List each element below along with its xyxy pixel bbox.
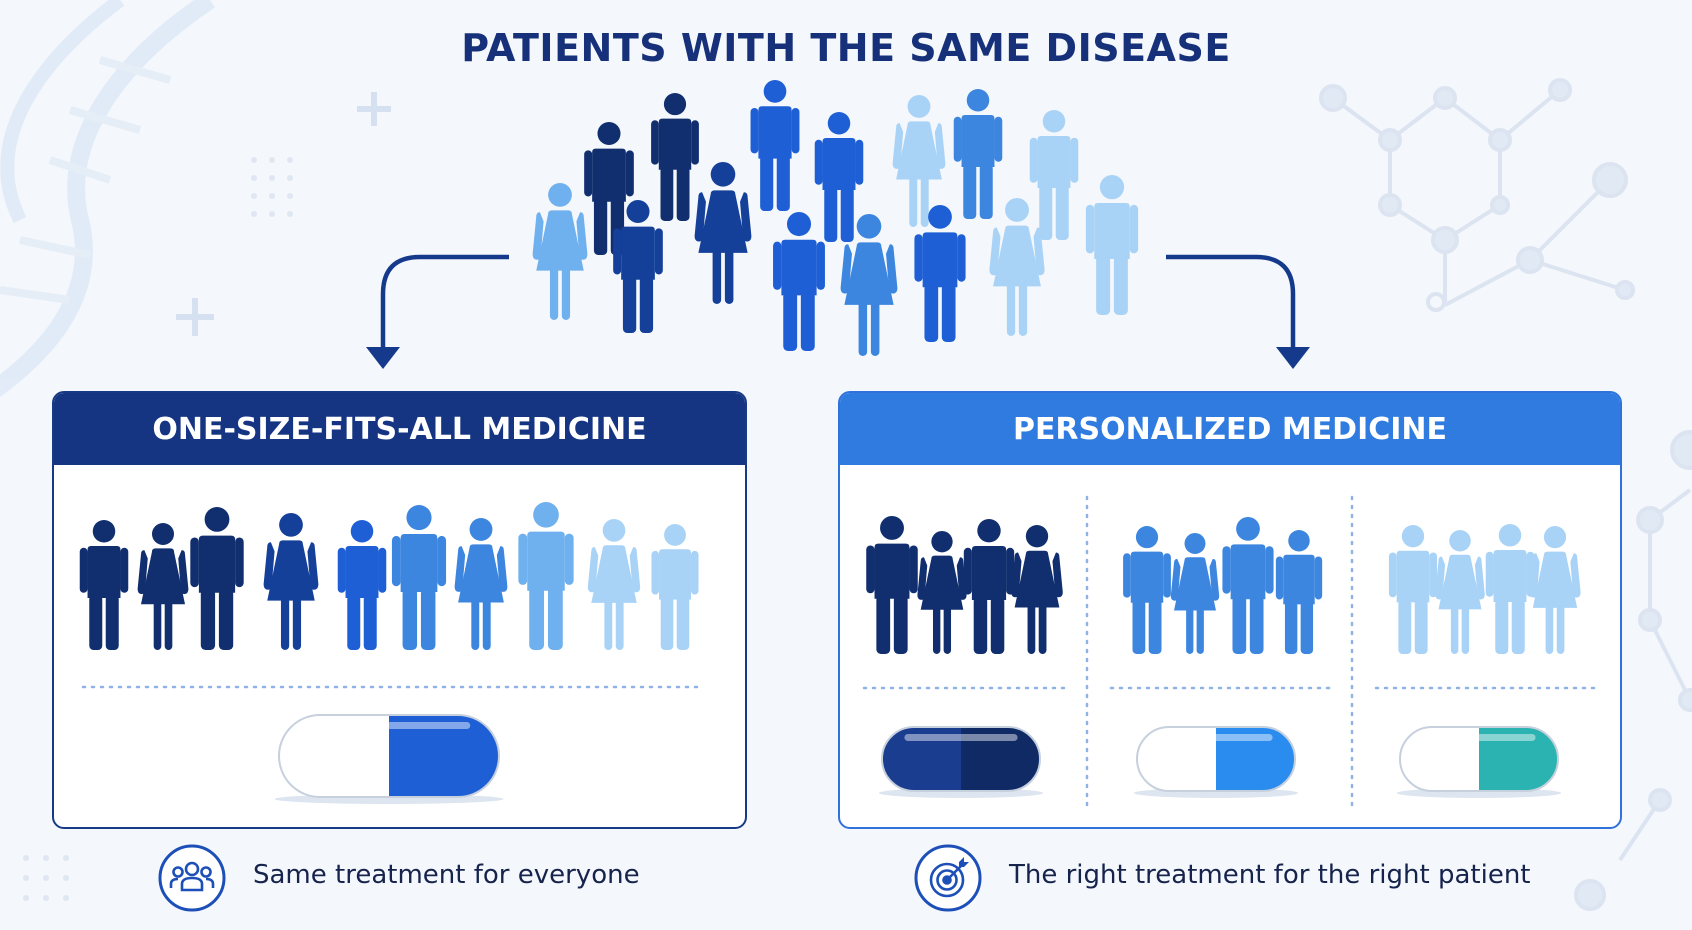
female-person-icon: [892, 95, 946, 227]
female-person-icon: [137, 523, 189, 650]
male-person-icon: [914, 205, 966, 342]
left-caption: Same treatment for everyone: [253, 860, 640, 890]
panel-title: PERSONALIZED MEDICINE: [840, 393, 1620, 465]
male-person-icon: [391, 505, 447, 650]
female-person-icon: [263, 513, 319, 650]
male-person-icon: [1085, 175, 1139, 315]
target-arrow-icon: [914, 844, 982, 912]
female-person-icon: [1170, 533, 1220, 654]
male-person-icon: [1222, 517, 1274, 654]
capsule-pill-icon: [274, 714, 504, 804]
female-person-icon: [694, 162, 752, 304]
male-person-icon: [1029, 110, 1079, 240]
female-person-icon: [587, 519, 641, 650]
male-person-icon: [866, 516, 918, 654]
male-person-icon: [190, 507, 244, 650]
male-person-icon: [773, 212, 825, 351]
male-person-icon: [79, 520, 129, 650]
female-person-icon: [917, 531, 967, 654]
capsule-pill-icon: [1133, 726, 1299, 798]
male-person-icon: [1388, 525, 1438, 654]
male-person-icon: [651, 524, 699, 650]
female-person-icon: [454, 518, 508, 650]
female-person-icon: [1435, 530, 1485, 654]
capsule-pill-icon: [878, 726, 1044, 798]
molecule-icon: [1574, 430, 1692, 911]
female-person-icon: [1011, 525, 1063, 654]
male-person-icon: [1275, 530, 1323, 654]
female-person-icon: [1529, 526, 1581, 654]
male-person-icon: [337, 520, 387, 650]
panel-title: ONE-SIZE-FITS-ALL MEDICINE: [54, 393, 745, 465]
male-person-icon: [814, 112, 864, 242]
arrow-left: [366, 254, 509, 369]
molecule-icon: [1319, 78, 1635, 312]
main-title: PATIENTS WITH THE SAME DISEASE: [461, 26, 1231, 70]
female-person-icon: [989, 198, 1045, 336]
dot-grid: [23, 157, 293, 901]
plus-icon: [176, 298, 214, 336]
capsule-pill-icon: [1396, 726, 1562, 798]
arrow-right: [1166, 254, 1310, 369]
female-person-icon: [532, 183, 588, 320]
male-person-icon: [651, 93, 699, 221]
dna-helix-icon: [0, 0, 215, 397]
male-person-icon: [963, 519, 1015, 654]
male-person-icon: [953, 89, 1003, 219]
male-person-icon: [1123, 526, 1171, 654]
male-person-icon: [613, 200, 663, 333]
male-person-icon: [750, 80, 800, 211]
group-people-icon: [158, 844, 226, 912]
plus-icon: [357, 92, 391, 126]
right-caption: The right treatment for the right patien…: [1009, 860, 1531, 890]
male-person-icon: [518, 502, 574, 650]
female-person-icon: [840, 214, 898, 356]
male-person-icon: [1485, 524, 1535, 654]
